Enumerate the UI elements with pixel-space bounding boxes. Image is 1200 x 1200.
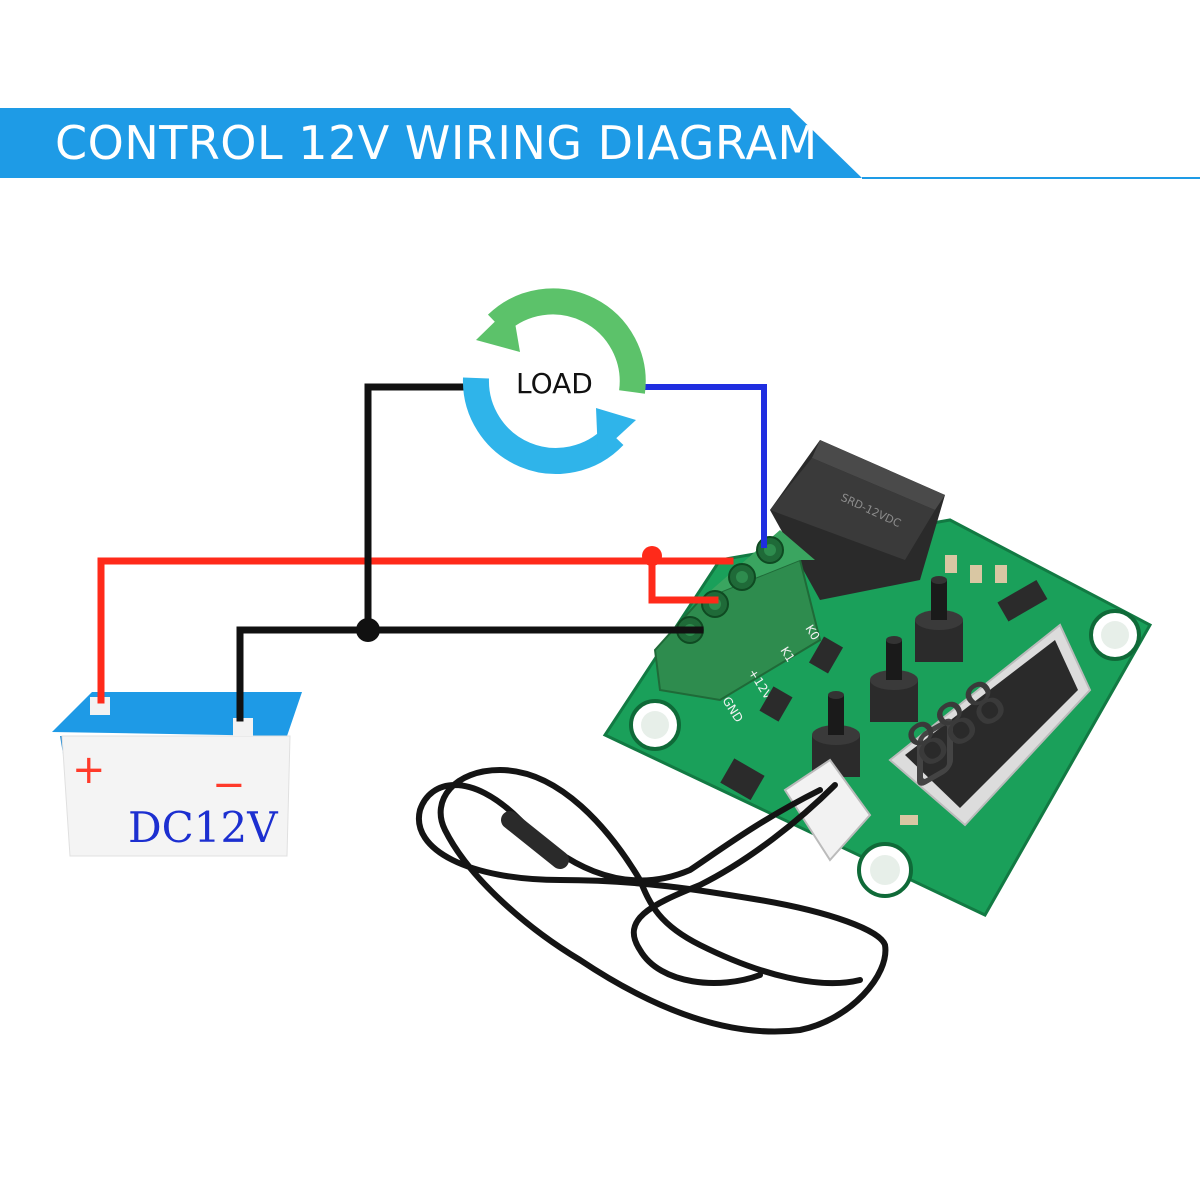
- wire-load: [625, 384, 767, 548]
- load-arrow-blue: [462, 377, 624, 474]
- battery-minus-sign: −: [212, 762, 246, 808]
- wire-load-return: [364, 383, 482, 634]
- wire-positive-jumper: [648, 557, 719, 604]
- battery-voltage-label: DC12V: [128, 803, 278, 852]
- thermostat-module: SRD-12VDC K0 K1 +12V GND 888: [602, 440, 1153, 917]
- load-arrow-green: [487, 288, 646, 394]
- probe-connector: [783, 758, 872, 862]
- wires: [97, 383, 767, 722]
- wire-negative: [236, 626, 704, 722]
- temperature-probe: [415, 766, 889, 1035]
- load-symbol: LOAD: [462, 288, 646, 474]
- battery-body: [61, 735, 291, 857]
- load-label: LOAD: [516, 367, 593, 400]
- battery: + − DC12V: [52, 692, 302, 857]
- battery-top: [52, 692, 302, 736]
- diagram-title: CONTROL 12V WIRING DIAGRAM: [55, 116, 818, 170]
- terminal-label-k0: K0: [802, 622, 822, 643]
- title-banner: [0, 108, 1200, 179]
- negative-junction: [356, 618, 380, 642]
- wire-positive: [97, 557, 734, 704]
- positive-junction: [642, 546, 662, 566]
- terminal-block: [653, 530, 822, 702]
- probe-tip: [501, 811, 569, 869]
- battery-plus-sign: +: [72, 747, 106, 793]
- smd-components: [720, 555, 1048, 825]
- mounting-holes: [629, 609, 1141, 898]
- button-up: [870, 636, 918, 722]
- button-set: [915, 576, 963, 662]
- terminal-label-k1: K1: [777, 644, 797, 665]
